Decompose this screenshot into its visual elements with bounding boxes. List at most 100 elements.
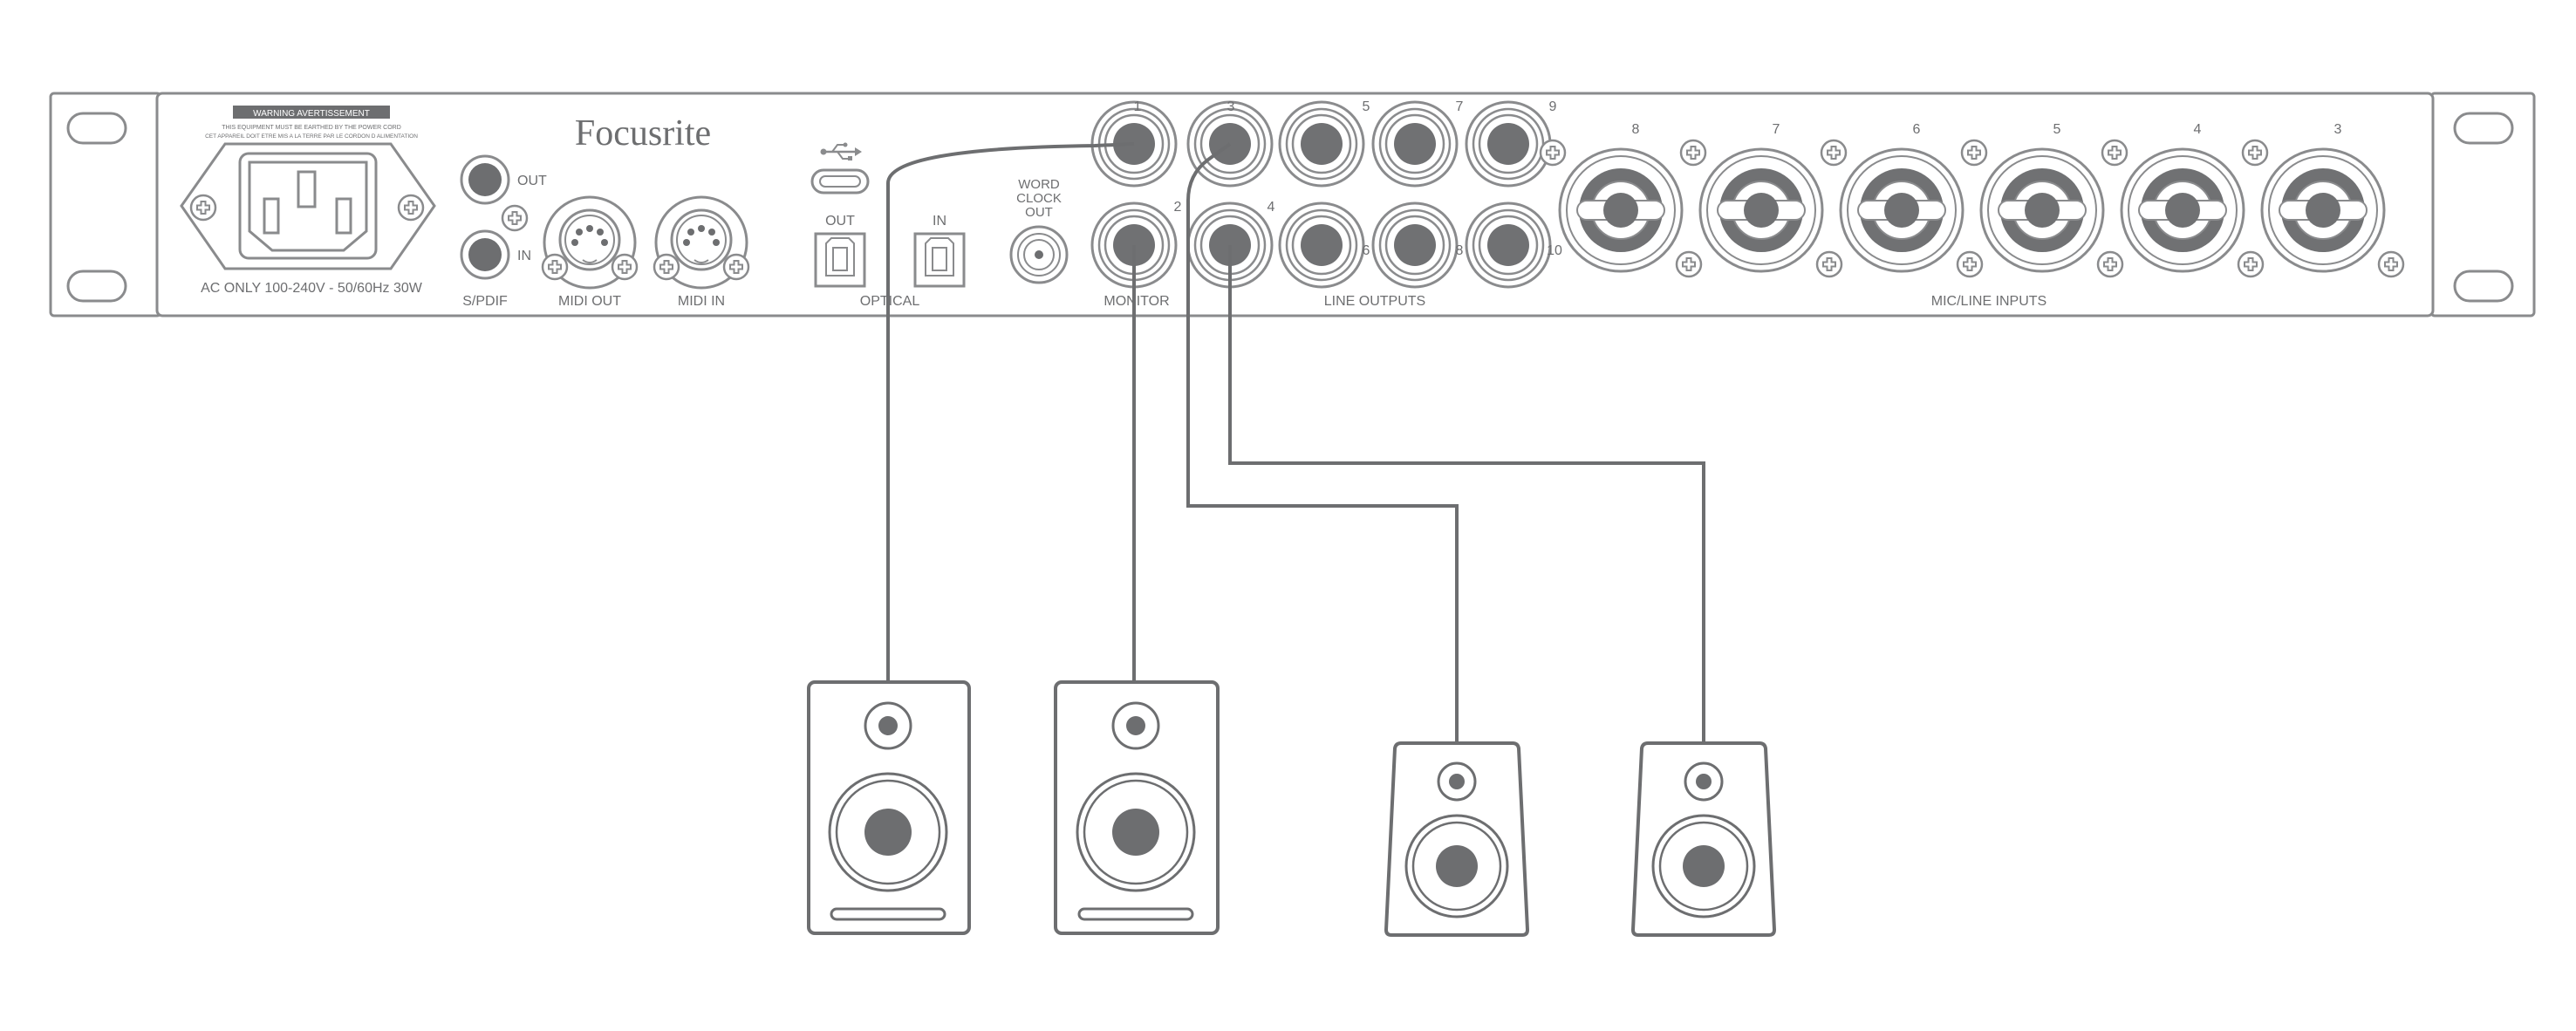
- combo-input-7[interactable]: [1698, 147, 1824, 273]
- speaker-small-3: [1384, 741, 1530, 937]
- optical-section: OUT IN OPTICAL: [814, 214, 966, 309]
- screw-icon: [2096, 250, 2124, 278]
- screw-icon: [1820, 139, 1848, 167]
- pin-icon: [601, 239, 608, 246]
- line-output-jack-8[interactable]: [1371, 201, 1459, 289]
- word-clock-bnc-port[interactable]: [1009, 225, 1069, 284]
- warning-label: WARNING AVERTISSEMENT THIS EQUIPMENT MUS…: [205, 106, 418, 140]
- usb-section: [810, 142, 870, 195]
- screw-icon: [541, 253, 569, 281]
- screw-icon: [1815, 250, 1843, 278]
- earth-pin-icon: [297, 170, 317, 208]
- screw-icon: [2241, 139, 2269, 167]
- rack-ear-right: [2429, 92, 2536, 317]
- output-number-1: 1: [1134, 99, 1142, 114]
- speaker-port-icon: [1077, 907, 1194, 921]
- screw-icon: [2101, 139, 2128, 167]
- input-number-6: 6: [1913, 122, 1921, 137]
- combo-input-5[interactable]: [1979, 147, 2105, 273]
- line-output-jack-10[interactable]: [1465, 201, 1552, 289]
- output-number-5: 5: [1363, 99, 1370, 114]
- spdif-in-label: IN: [517, 249, 531, 263]
- output-number-2: 2: [1174, 200, 1182, 215]
- power-socket: [180, 142, 436, 270]
- screw-icon: [1675, 250, 1703, 278]
- screw-icon: [1539, 139, 1567, 167]
- screw-icon: [1956, 250, 1984, 278]
- speaker-large-1: [807, 680, 971, 935]
- rack-ear-left: [49, 92, 162, 317]
- line-output-jack-7[interactable]: [1371, 100, 1459, 188]
- word-clock-label-2: CLOCK: [1016, 191, 1062, 206]
- pin-icon: [687, 229, 694, 236]
- pin-icon: [708, 229, 715, 236]
- spdif-in-core-icon: [468, 238, 502, 271]
- cable-output-1: [886, 142, 1135, 682]
- word-clock-label-3: OUT: [1025, 205, 1053, 220]
- spdif-label: S/PDIF: [462, 294, 508, 309]
- power-label: AC ONLY 100-240V - 50/60Hz 30W: [201, 281, 423, 296]
- cable-output-4: [1228, 245, 1705, 743]
- line-output-jack-6[interactable]: [1278, 201, 1365, 289]
- screw-icon: [1679, 139, 1707, 167]
- screw-icon: [2237, 250, 2265, 278]
- warning-title: WARNING AVERTISSEMENT: [253, 109, 370, 119]
- optical-label: OPTICAL: [860, 294, 920, 309]
- output-number-4: 4: [1268, 200, 1275, 215]
- optical-in-label: IN: [933, 214, 946, 229]
- pin-icon: [571, 239, 578, 246]
- line-outputs-label: LINE OUTPUTS: [1324, 294, 1425, 309]
- brand-logo: Focusrite: [575, 113, 711, 154]
- output-number-10: 10: [1547, 243, 1562, 258]
- word-clock-label-1: WORD: [1018, 177, 1060, 192]
- screw-icon: [397, 194, 425, 222]
- mic-line-inputs-label: MIC/LINE INPUTS: [1931, 294, 2046, 309]
- output-number-8: 8: [1456, 243, 1464, 258]
- output-number-6: 6: [1363, 243, 1370, 258]
- spdif-section: OUT IN S/PDIF: [460, 154, 547, 309]
- pin-icon: [576, 229, 583, 236]
- warning-line-2: CET APPAREIL DOIT ETRE MIS A LA TERRE PA…: [205, 133, 418, 140]
- word-clock-section: WORD CLOCK OUT: [1009, 177, 1069, 284]
- input-number-7: 7: [1773, 122, 1780, 137]
- pin-icon: [683, 239, 690, 246]
- monitor-label: MONITOR: [1104, 294, 1169, 309]
- screw-icon: [2377, 250, 2405, 278]
- rack-slot-icon: [66, 112, 127, 145]
- spdif-out-core-icon: [468, 163, 502, 196]
- screw-icon: [189, 194, 217, 222]
- pin-icon: [586, 225, 593, 232]
- optical-in-port[interactable]: [913, 232, 966, 288]
- pin-icon: [597, 229, 604, 236]
- optical-out-port[interactable]: [814, 232, 866, 288]
- pin-icon: [698, 225, 705, 232]
- midi-in-port[interactable]: [653, 195, 750, 290]
- combo-input-8[interactable]: [1558, 147, 1684, 273]
- pin-icon: [335, 197, 352, 235]
- optical-out-label: OUT: [825, 214, 855, 229]
- speaker-port-icon: [830, 907, 946, 921]
- rack-slot-icon: [2453, 112, 2514, 145]
- speaker-small-4: [1630, 741, 1777, 937]
- speaker-large-2: [1054, 680, 1220, 935]
- screw-icon: [653, 253, 680, 281]
- midi-out-label: MIDI OUT: [558, 294, 621, 309]
- line-output-jack-5[interactable]: [1278, 100, 1365, 188]
- combo-input-3[interactable]: [2260, 147, 2386, 273]
- usb-icon: [820, 142, 862, 160]
- midi-in-label: MIDI IN: [678, 294, 725, 309]
- input-number-5: 5: [2053, 122, 2061, 137]
- combo-input-6[interactable]: [1839, 147, 1964, 273]
- combo-input-4[interactable]: [2120, 147, 2245, 273]
- cable-output-3: [1186, 142, 1459, 743]
- output-number-9: 9: [1549, 99, 1557, 114]
- rack-slot-icon: [2453, 270, 2514, 303]
- speaker-group: [807, 680, 1777, 937]
- input-number-3: 3: [2334, 122, 2342, 137]
- line-output-jack-9[interactable]: [1465, 100, 1552, 188]
- screw-icon: [501, 204, 529, 232]
- spdif-out-label: OUT: [517, 174, 547, 188]
- pin-icon: [713, 239, 720, 246]
- midi-out-port[interactable]: [541, 195, 639, 290]
